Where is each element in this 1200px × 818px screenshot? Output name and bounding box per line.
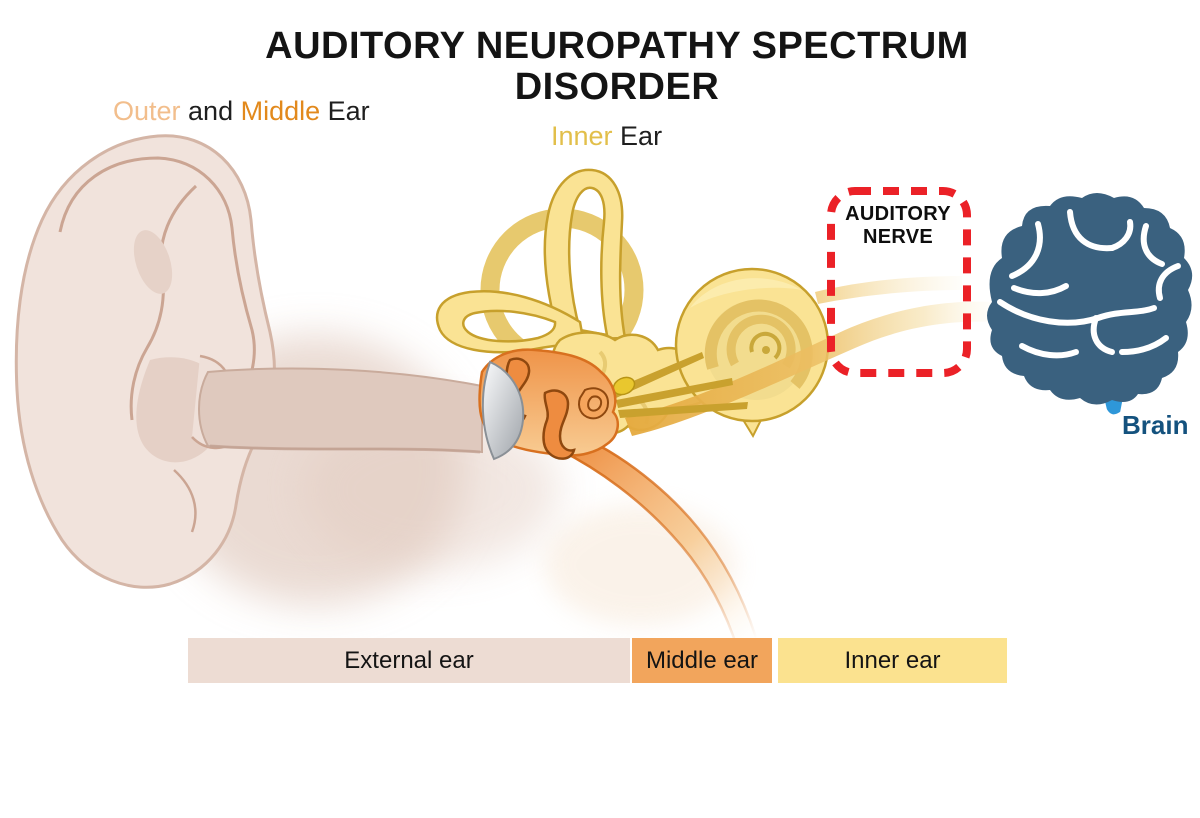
legend-inner-ear: Inner ear <box>778 638 1007 683</box>
brain-label: Brain <box>1122 410 1189 440</box>
auditory-nerve-band-illustration <box>612 276 995 436</box>
label-part-outer: Outer <box>113 96 181 126</box>
title-line-2: DISORDER <box>514 66 720 109</box>
label-outer-and-middle-ear: Outer and Middle Ear <box>113 96 370 127</box>
eardrum-illustration <box>481 360 525 461</box>
label-part-inner: Inner <box>551 121 613 151</box>
legend-external-ear: External ear <box>188 638 630 683</box>
ear-canal-illustration <box>198 367 483 454</box>
callout-line-1: AUDITORY <box>845 203 951 225</box>
callout-line-2: NERVE <box>862 226 934 248</box>
title-line-1: AUDITORY NEUROPATHY SPECTRUM <box>265 25 969 67</box>
label-part-middle: Middle <box>240 96 321 126</box>
label-part-ear: Ear <box>320 96 370 126</box>
label-part-inner-ear: Ear <box>612 121 663 151</box>
legend-middle-ear: Middle ear <box>632 638 772 683</box>
page-title: AUDITORY NEUROPATHY SPECTRUM DISORDER <box>0 25 1200 109</box>
auditory-nerve-callout-box <box>827 187 971 377</box>
label-part-and: and <box>180 96 241 126</box>
legend-bar: External ear Middle ear Inner ear <box>188 638 1007 683</box>
label-inner-ear: Inner Ear <box>551 121 662 152</box>
auditory-nerve-callout-label: AUDITORY NERVE <box>828 203 968 249</box>
brain-illustration <box>987 193 1193 419</box>
semicircular-canals-illustration <box>435 168 644 372</box>
